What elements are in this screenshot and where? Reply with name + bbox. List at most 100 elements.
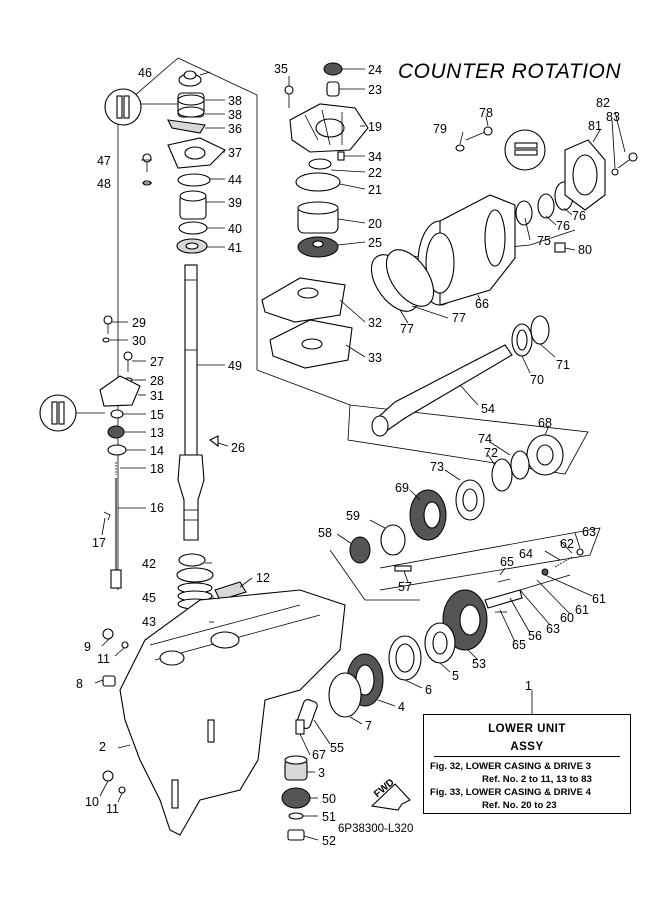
callout: 50 [322,792,336,806]
part-31-cover [99,375,141,407]
part-72-washer [491,458,513,492]
callout: 30 [132,334,146,348]
callout: 73 [430,460,444,474]
callout: 22 [368,166,382,180]
part-14-oring [107,444,127,456]
callout: 56 [528,629,542,643]
callout: 61 [575,603,589,617]
part-19-pump-housing [289,103,369,153]
callout: 43 [142,615,156,629]
callout: 18 [150,462,164,476]
callout: 12 [256,571,270,585]
callout: 11 [97,652,110,666]
callout: 60 [560,611,574,625]
part-74-shim [510,450,530,480]
part-5-bearing [424,622,456,664]
callout: 79 [433,122,447,136]
callout: 62 [560,537,574,551]
callout: 19 [368,120,382,134]
part-2-lower-casing [119,589,346,836]
part-81-cover [564,139,606,211]
callout: 20 [368,217,382,231]
callout: 78 [479,106,493,120]
part-39-bushing [179,190,207,220]
callout: 80 [578,243,592,257]
callout: 28 [150,374,164,388]
part-22-oring [308,158,332,170]
callout: 70 [530,373,544,387]
part-8-plug [102,675,116,687]
callout: 5 [452,669,459,683]
callout: 65 [512,638,526,652]
callout: 82 [596,96,610,110]
drawing-code: 6P38300-L320 [338,823,414,835]
part-50-pinion [281,787,311,809]
part-15-seal [110,409,124,419]
callout: 44 [228,173,242,187]
callout: 64 [519,547,533,561]
callout: 76 [556,219,570,233]
callout: 14 [150,444,164,458]
diagram-title: COUNTER ROTATION [398,60,622,83]
callout: 61 [592,592,606,606]
part-59-spring [380,524,406,556]
part-66-housing [417,194,516,306]
callout: 38 [228,94,242,108]
part-52-nut [287,829,305,841]
part-34-pin [337,151,345,161]
part-46-seal [178,70,202,87]
part-7-ring [328,672,362,718]
callout: 66 [475,297,489,311]
part-54-propeller-shaft [371,344,513,437]
part-16-shift-rod [110,478,122,589]
callout: 83 [606,110,620,124]
part-41-washer [176,238,208,254]
part-17-clip [103,511,111,521]
callout: 25 [368,236,382,250]
callout: 68 [538,416,552,430]
info-line-4: Ref. No. 2 to 11, 13 to 83 [482,774,592,785]
part-24-grommet [323,62,343,76]
part-21-insert-gasket [295,172,341,192]
part-79-washer [455,144,465,152]
part-6-race [388,635,422,681]
part-73-bearing-housing [455,479,485,521]
part-49-drive-shaft [177,264,205,541]
detail-circle-right [504,129,546,171]
callout: 54 [481,402,495,416]
callout: 51 [322,810,336,824]
callout: 41 [228,241,242,255]
callout: 48 [97,177,111,191]
callout: 33 [368,351,382,365]
callout: 10 [85,795,99,809]
part-75-bearing [515,200,533,226]
callout: 11 [106,802,119,816]
callout: 47 [97,154,111,168]
callout: 9 [84,640,91,654]
part-42-pinion-bearing [176,553,214,583]
callout: 35 [274,62,288,76]
part-12-anode [214,581,247,601]
part-71-washer [530,315,550,345]
callout: 16 [150,501,164,515]
part-80-nut [554,242,566,253]
callout: 63 [546,622,560,636]
callout: 23 [368,83,382,97]
callout: 6 [425,683,432,697]
callout: 77 [400,322,414,336]
part-35-bolt [284,85,294,108]
callout: 13 [150,426,164,440]
callout: 3 [318,766,325,780]
part-60-62-balls-spring [519,548,584,591]
callout: 40 [228,222,242,236]
part-13-bushing [107,425,125,439]
callout: 24 [368,63,382,77]
callout: 27 [150,355,164,369]
part-23-tube-seal [326,81,340,97]
callout: 7 [365,719,372,733]
part-20-insert-cartridge [297,201,339,234]
callout-numbers: 1 2 3 5 6 7 8 9 10 11 11 12 13 14 15 16 … [76,62,620,848]
callout: 39 [228,196,242,210]
part-32-outer-plate [261,277,346,323]
callout: 77 [452,311,466,325]
